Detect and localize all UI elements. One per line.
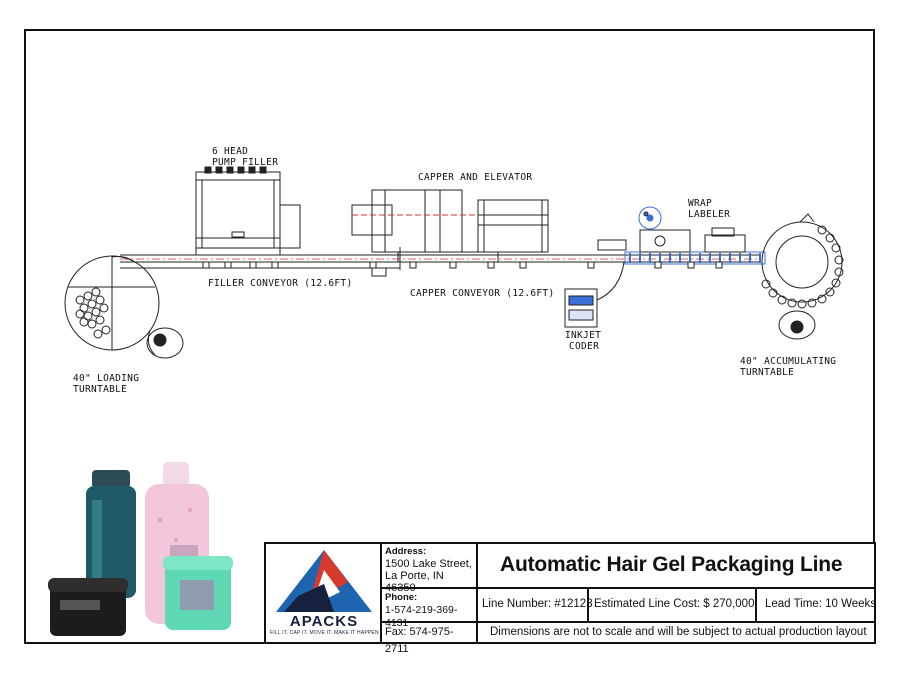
loading-turntable-label-line1: 40" LOADING xyxy=(73,373,140,384)
labeler-conveyor-section xyxy=(624,251,766,265)
phone-label: Phone: xyxy=(385,592,418,603)
lead-time: Lead Time: 10 Weeks xyxy=(757,589,876,623)
apacks-logo-icon xyxy=(276,550,372,612)
conveyor-legs xyxy=(202,261,723,269)
dimensions-note: Dimensions are not to scale and will be … xyxy=(490,626,867,638)
inkjet-coder-label-line2: CODER xyxy=(569,341,600,352)
fax-cell: Fax: 574-975-2711 xyxy=(382,623,478,655)
logo-cell: APACKS FILL IT. CAP IT. MOVE IT. MAKE IT… xyxy=(266,544,382,644)
capper-elevator-machine xyxy=(351,189,549,277)
operator-figure-2 xyxy=(778,310,816,340)
pump-filler-machine xyxy=(195,166,301,255)
pump-filler-label-line1: 6 HEAD xyxy=(212,146,249,157)
line-number: Line Number: #12123 xyxy=(478,589,593,623)
address-line2: La Porte, IN 46350 xyxy=(385,570,444,594)
phone-cell: Phone: 1-574-219-369-4131 xyxy=(382,589,478,629)
inkjet-coder-unit xyxy=(564,261,625,328)
wrap-labeler-machine xyxy=(597,206,746,253)
logo-tagline: FILL IT. CAP IT. MOVE IT. MAKE IT HAPPEN xyxy=(270,630,379,636)
accumulating-turntable-label-line1: 40" ACCUMULATING xyxy=(740,356,837,367)
wrap-labeler-label-line1: WRAP xyxy=(688,198,713,209)
address-cell: Address: 1500 Lake Street, La Porte, IN … xyxy=(382,544,478,594)
capper-elevator-label: CAPPER AND ELEVATOR xyxy=(418,172,533,183)
accumulating-turntable xyxy=(761,213,844,309)
product-photo xyxy=(48,462,233,636)
accumulating-turntable-label-line2: TURNTABLE xyxy=(740,367,795,378)
filler-conveyor-label: FILLER CONVEYOR (12.6ft) xyxy=(208,278,353,289)
title-block: APACKS FILL IT. CAP IT. MOVE IT. MAKE IT… xyxy=(264,542,876,655)
loading-turntable xyxy=(64,255,160,351)
loading-turntable-label-line2: TURNTABLE xyxy=(73,384,128,395)
estimated-line-cost: Estimated Line Cost: $ 270,000 xyxy=(589,589,757,623)
inkjet-coder-label-line1: INKJET xyxy=(565,330,602,341)
drawing-title: Automatic Hair Gel Packaging Line xyxy=(478,544,874,589)
address-line1: 1500 Lake Street, xyxy=(385,558,472,570)
capper-conveyor-label: CAPPER CONVEYOR (12.6ft) xyxy=(410,288,555,299)
pump-filler-label-line2: PUMP FILLER xyxy=(212,157,279,168)
wrap-labeler-label-line2: LABELER xyxy=(688,209,731,220)
address-label: Address: xyxy=(385,546,427,557)
phone-value: 1-574-219-369-4131 xyxy=(385,604,458,629)
operator-figure xyxy=(146,327,184,359)
logo-name: APACKS xyxy=(289,613,359,630)
